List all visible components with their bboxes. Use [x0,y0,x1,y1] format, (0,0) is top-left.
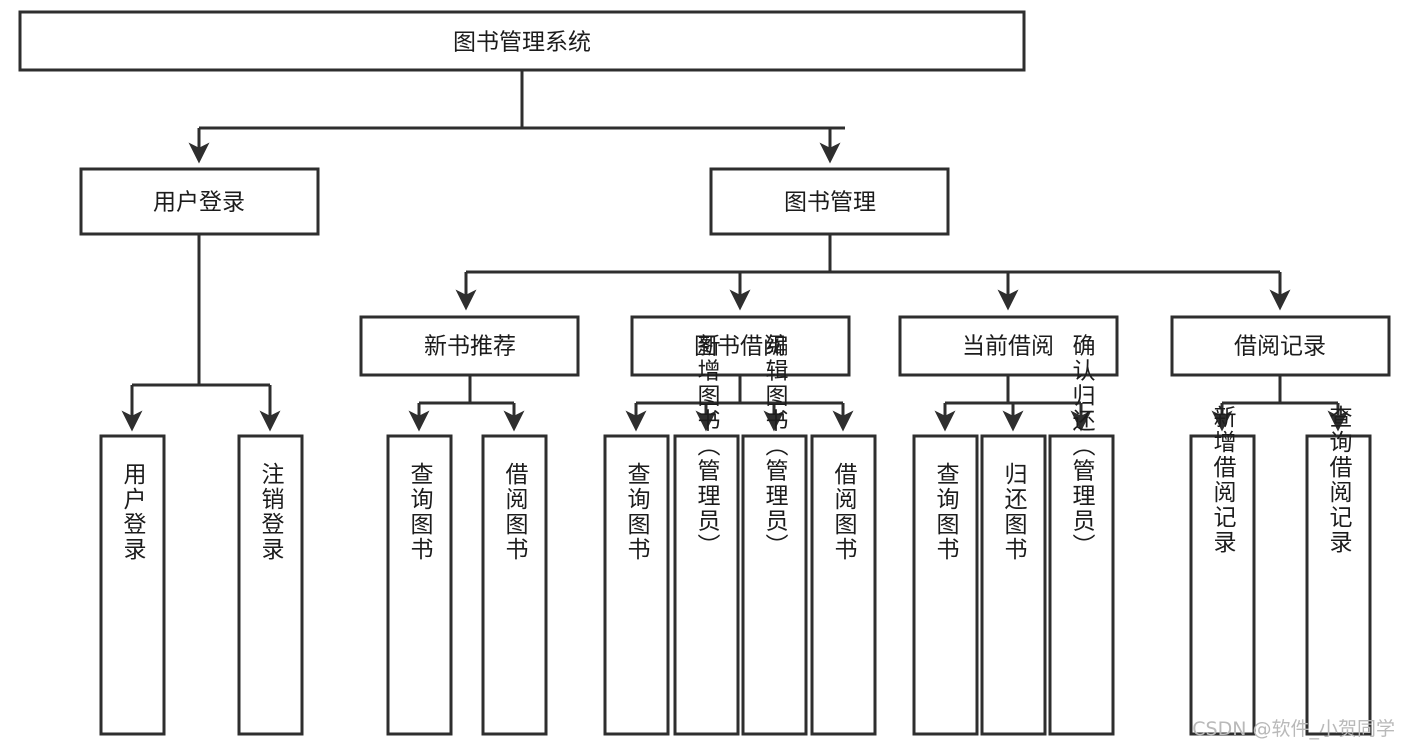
node-new-book-recommend-label: 新书推荐 [424,334,516,360]
connector-new-book-recommend-to-leaves [408,375,525,432]
node-leaf-add-book-label: 新增图书（管理员） [693,334,721,559]
node-new-book-recommend[interactable]: 新书推荐 [359,315,580,377]
node-leaf-add-book[interactable]: 新增图书（管理员） [673,334,740,736]
node-leaf-add-record-label: 新增借阅记录 [1209,405,1237,555]
node-user-login-label: 用户登录 [153,190,245,216]
node-leaf-user-login-label: 用户登录 [119,462,147,562]
node-leaf-edit-book-label: 编辑图书（管理员） [761,334,789,559]
node-leaf-query-book-1-label: 查询图书 [406,462,434,562]
node-leaf-add-record[interactable]: 新增借阅记录 [1189,405,1256,736]
node-current-borrow[interactable]: 当前借阅 [898,315,1119,377]
connector-book-management-to-level3 [455,234,1291,311]
node-book-management-label: 图书管理 [784,190,876,216]
node-user-login[interactable]: 用户登录 [79,167,320,236]
node-leaf-query-book-3[interactable]: 查询图书 [912,434,979,736]
node-leaf-user-login[interactable]: 用户登录 [99,434,166,736]
node-leaf-query-record[interactable]: 查询借阅记录 [1305,405,1372,736]
node-leaf-confirm-return[interactable]: 确认归还（管理员） [1048,334,1115,736]
connector-root-to-level2 [188,70,845,164]
node-leaf-borrow-book-2-label: 借阅图书 [830,462,858,562]
connector-book-borrow-to-leaves [625,375,854,432]
node-borrow-record[interactable]: 借阅记录 [1170,315,1391,377]
connector-borrow-record-to-leaves [1211,375,1349,432]
node-current-borrow-label: 当前借阅 [962,334,1054,360]
node-book-borrow-label: 图书借阅 [694,334,786,360]
node-leaf-return-book-label: 归还图书 [1000,462,1028,562]
connector-user-login-to-leaves [121,234,281,432]
node-book-borrow[interactable]: 图书借阅 [630,315,851,377]
node-leaf-logout[interactable]: 注销登录 [237,434,304,736]
node-leaf-query-record-label: 查询借阅记录 [1325,405,1353,555]
node-leaf-query-book-2[interactable]: 查询图书 [603,434,670,736]
node-borrow-record-label: 借阅记录 [1234,334,1326,360]
node-leaf-query-book-1[interactable]: 查询图书 [386,434,453,736]
node-leaf-return-book[interactable]: 归还图书 [980,434,1047,736]
node-leaf-logout-label: 注销登录 [257,462,285,562]
node-leaf-confirm-return-label: 确认归还（管理员） [1068,334,1096,559]
node-leaf-borrow-book-2[interactable]: 借阅图书 [810,434,877,736]
node-leaf-edit-book[interactable]: 编辑图书（管理员） [741,334,808,736]
connector-current-borrow-to-leaves [934,375,1092,432]
node-leaf-query-book-3-label: 查询图书 [932,462,960,562]
node-book-management[interactable]: 图书管理 [709,167,950,236]
node-root-system[interactable]: 图书管理系统 [18,10,1026,72]
node-leaf-query-book-2-label: 查询图书 [623,462,651,562]
node-leaf-borrow-book-1-label: 借阅图书 [501,462,529,562]
node-leaf-borrow-book-1[interactable]: 借阅图书 [481,434,548,736]
node-root-system-label: 图书管理系统 [453,30,591,56]
